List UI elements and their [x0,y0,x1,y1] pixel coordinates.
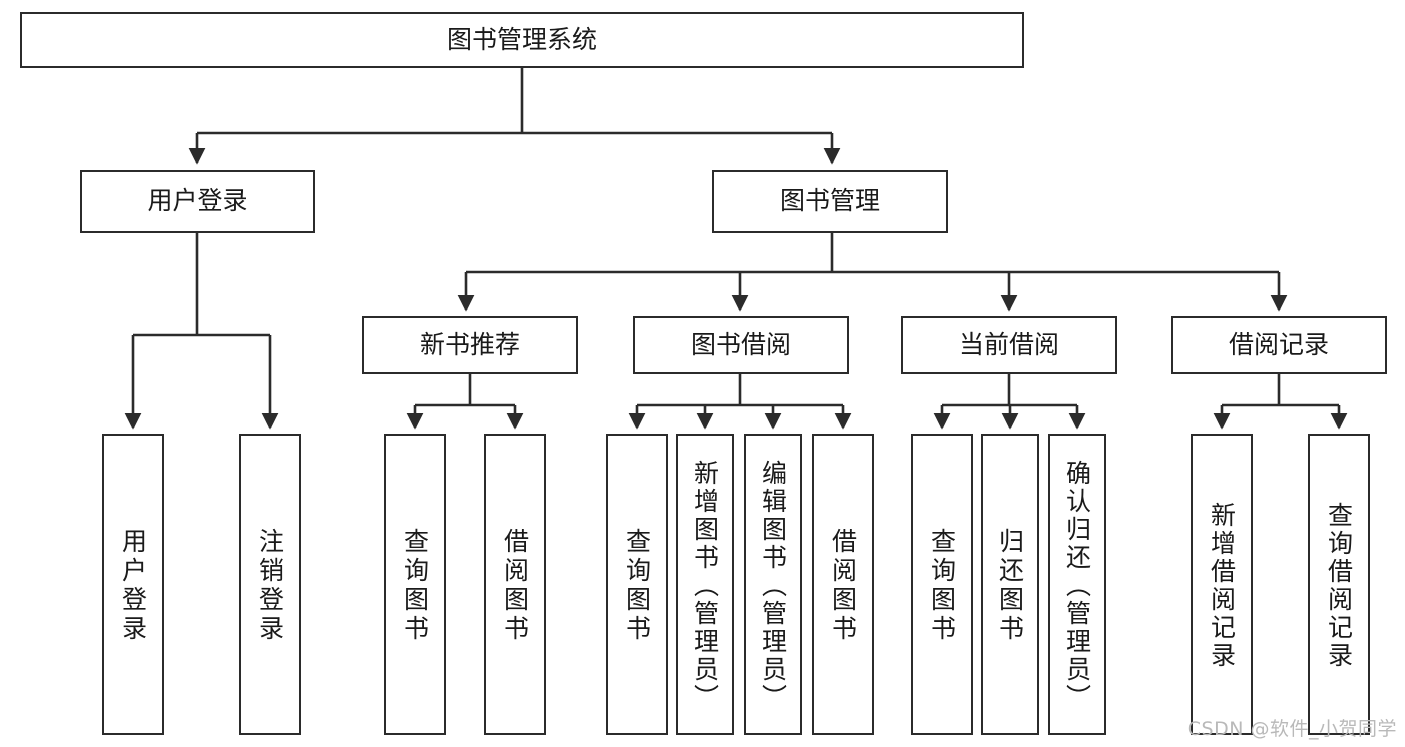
node-current-borrow[interactable]: 当前借阅 [901,316,1117,374]
leaf-add-borrow-record[interactable]: 新增借阅记录 [1191,434,1253,735]
leaf-query-borrow-record[interactable]: 查询借阅记录 [1308,434,1370,735]
node-label: 用户登录 [118,527,148,644]
node-label: 借阅图书 [500,527,530,644]
node-label: 归还图书 [995,527,1025,644]
node-label: 图书管理系统 [446,24,597,54]
node-book-manage[interactable]: 图书管理 [712,170,948,233]
leaf-user-login[interactable]: 用户登录 [102,434,164,735]
node-label: 查询借阅记录 [1324,501,1354,670]
leaf-add-book-admin[interactable]: 新增图书（管理员） [676,434,734,735]
node-label: 借阅记录 [1228,329,1329,359]
node-label: 查询图书 [927,527,957,644]
node-label: 编辑图书（管理员） [758,459,788,712]
node-label: 查询图书 [400,527,430,644]
leaf-query-book-borrow[interactable]: 查询图书 [606,434,668,735]
node-label: 新增图书（管理员） [690,459,720,712]
node-root-system[interactable]: 图书管理系统 [20,12,1024,68]
leaf-user-logout[interactable]: 注销登录 [239,434,301,735]
node-label: 图书管理 [779,186,880,216]
node-book-borrow[interactable]: 图书借阅 [633,316,849,374]
csdn-watermark: CSDN @软件_小贺同学 [1187,718,1397,740]
leaf-borrow-book-borrow[interactable]: 借阅图书 [812,434,874,735]
leaf-confirm-return-admin[interactable]: 确认归还（管理员） [1048,434,1106,735]
node-label: 注销登录 [255,527,285,644]
leaf-query-book-current[interactable]: 查询图书 [911,434,973,735]
node-label: 新书推荐 [419,329,520,359]
leaf-borrow-book-new-rec[interactable]: 借阅图书 [484,434,546,735]
node-borrow-record[interactable]: 借阅记录 [1171,316,1387,374]
node-label: 当前借阅 [958,329,1059,359]
node-label: 确认归还（管理员） [1062,459,1092,712]
node-label: 新增借阅记录 [1207,501,1237,670]
leaf-return-book[interactable]: 归还图书 [981,434,1039,735]
node-new-book-rec[interactable]: 新书推荐 [362,316,578,374]
node-label: 图书借阅 [690,329,791,359]
node-label: 借阅图书 [828,527,858,644]
node-user-login[interactable]: 用户登录 [80,170,315,233]
leaf-edit-book-admin[interactable]: 编辑图书（管理员） [744,434,802,735]
leaf-query-book-new-rec[interactable]: 查询图书 [384,434,446,735]
node-label: 查询图书 [622,527,652,644]
node-label: 用户登录 [147,186,248,216]
